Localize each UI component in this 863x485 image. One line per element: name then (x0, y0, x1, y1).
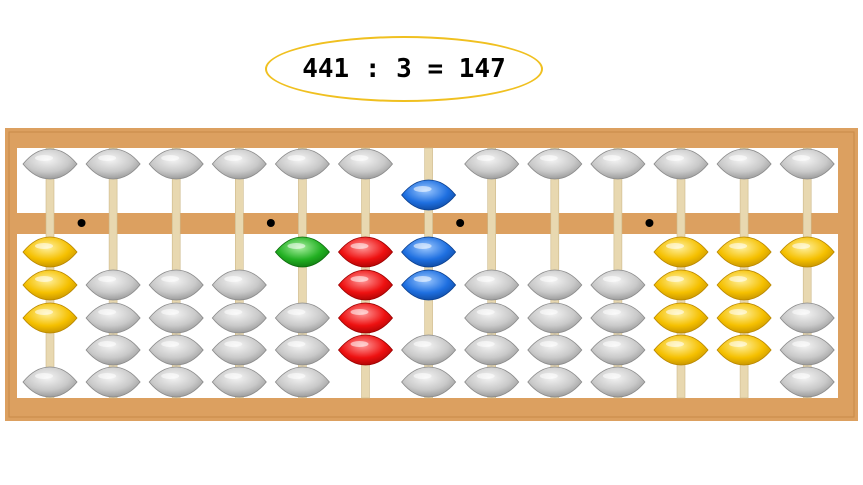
bead-highlight (602, 309, 621, 315)
bead-highlight (35, 243, 53, 249)
bead-highlight (413, 276, 432, 282)
bead-highlight (98, 341, 117, 347)
unit-dot (266, 219, 275, 227)
bead-highlight (350, 155, 369, 161)
bead-highlight (98, 309, 117, 315)
bead-highlight (413, 243, 432, 249)
equation-text: 441 : 3 = 147 (302, 54, 506, 84)
bead-highlight (476, 276, 495, 282)
bead-highlight (666, 309, 684, 315)
bead-highlight (666, 341, 684, 347)
bead-highlight (539, 276, 558, 282)
bead-highlight (476, 155, 495, 161)
unit-dot (456, 219, 465, 227)
bead-highlight (729, 276, 748, 282)
bead-highlight (792, 309, 811, 315)
bead-highlight (729, 155, 748, 161)
bead-highlight (161, 341, 180, 347)
bead-highlight (224, 276, 243, 282)
bead-highlight (413, 186, 432, 192)
bead-highlight (161, 373, 180, 379)
bead-highlight (476, 373, 495, 379)
bead-highlight (98, 373, 117, 379)
unit-dot (77, 219, 86, 227)
bead-highlight (35, 155, 53, 161)
bead-highlight (35, 309, 53, 315)
bead-highlight (350, 309, 369, 315)
bead-highlight (224, 373, 243, 379)
bead-highlight (539, 373, 558, 379)
unit-dots (77, 219, 654, 227)
beads-layer (22, 148, 835, 398)
bead-highlight (413, 373, 432, 379)
bead-highlight (161, 309, 180, 315)
bead-highlight (287, 341, 306, 347)
bead-highlight (287, 373, 306, 379)
bead-highlight (98, 276, 117, 282)
bead-highlight (35, 373, 53, 379)
bead-highlight (666, 243, 684, 249)
bead-highlight (161, 276, 180, 282)
bead-highlight (602, 373, 621, 379)
bead-highlight (224, 309, 243, 315)
bead-highlight (539, 155, 558, 161)
bead-highlight (287, 243, 306, 249)
bead-highlight (539, 341, 558, 347)
bead-highlight (666, 276, 684, 282)
bead-highlight (413, 341, 432, 347)
bead-highlight (350, 276, 369, 282)
bead-highlight (98, 155, 117, 161)
bead-highlight (476, 341, 495, 347)
bead-highlight (224, 155, 243, 161)
bead-highlight (350, 341, 369, 347)
bead-highlight (792, 243, 811, 249)
bead-highlight (729, 309, 748, 315)
bead-highlight (792, 155, 811, 161)
bead-highlight (287, 309, 306, 315)
unit-dot (645, 219, 654, 227)
equation-ellipse: 441 : 3 = 147 (265, 36, 543, 102)
bead-highlight (792, 373, 811, 379)
bead-highlight (224, 341, 243, 347)
bead-highlight (729, 243, 748, 249)
bead-highlight (666, 155, 684, 161)
bead-highlight (287, 155, 306, 161)
abacus-rod (802, 147, 812, 399)
bead-highlight (539, 309, 558, 315)
bead-highlight (476, 309, 495, 315)
bead-highlight (602, 276, 621, 282)
bead-highlight (729, 341, 748, 347)
bead-highlight (792, 341, 811, 347)
abacus-rod (298, 147, 307, 399)
bead-highlight (602, 341, 621, 347)
bead-highlight (350, 243, 369, 249)
bead-highlight (35, 276, 53, 282)
frame-inner-bevel (8, 131, 855, 418)
bead-highlight (161, 155, 180, 161)
bead-highlight (602, 155, 621, 161)
